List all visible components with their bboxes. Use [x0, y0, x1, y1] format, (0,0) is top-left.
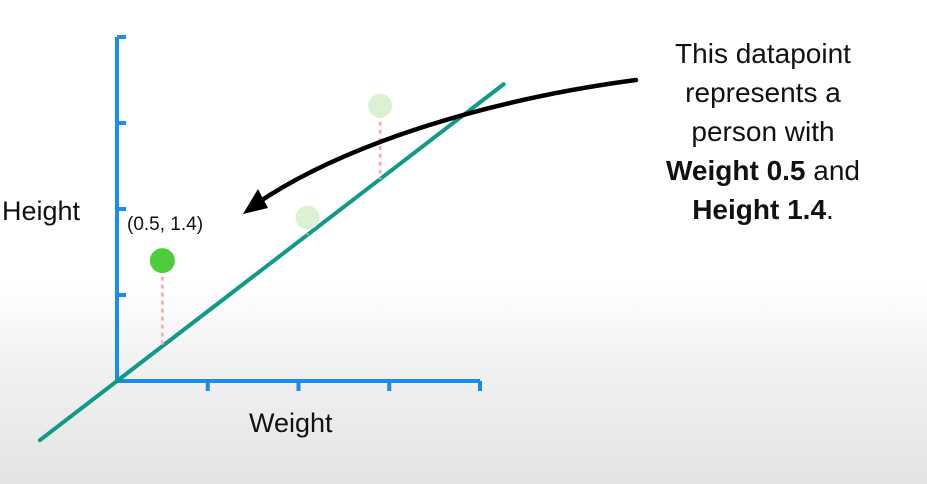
highlighted-data-point	[149, 248, 175, 274]
fit-line	[37, 82, 506, 443]
points-layer	[149, 93, 393, 274]
axes	[115, 35, 482, 391]
annotation-arrowhead	[243, 189, 268, 214]
annotation-line-1: This datapoint	[675, 38, 851, 69]
annotation-height-bold: Height 1.4	[692, 194, 827, 225]
annotation-and: and	[805, 155, 860, 186]
data-point	[295, 205, 320, 230]
fit-line-layer	[37, 82, 506, 443]
annotation-line-2: represents a	[685, 77, 841, 108]
annotation-arrow-path	[253, 77, 639, 207]
annotation-arrow	[243, 77, 639, 214]
point-label: (0.5, 1.4)	[127, 214, 204, 235]
annotation-text: This datapoint represents a person with …	[628, 34, 898, 229]
data-point	[368, 93, 393, 118]
annotation-weight-bold: Weight 0.5	[665, 155, 806, 186]
x-axis-label: Weight	[249, 408, 333, 438]
annotation-period: .	[826, 194, 834, 225]
annotation-line-3: person with	[691, 116, 835, 147]
y-axis-label: Height	[2, 196, 81, 226]
